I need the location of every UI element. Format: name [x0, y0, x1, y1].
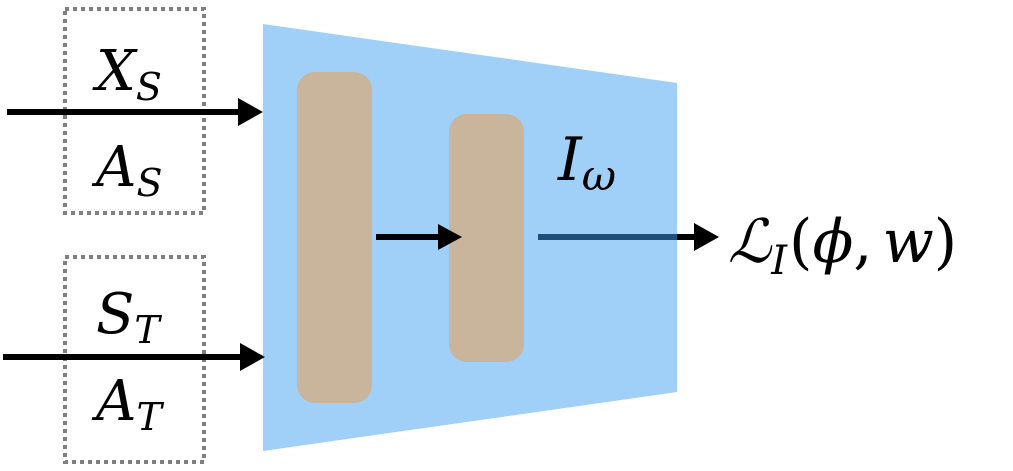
- loss-label: ℒI(ϕ,w): [728, 207, 957, 284]
- network-block-left: [297, 72, 372, 403]
- network-label: Iω: [557, 125, 616, 200]
- source-input-arrow: [7, 98, 263, 126]
- internal-arrow: [376, 224, 462, 250]
- output-arrow: [538, 223, 719, 251]
- network-block-right: [449, 114, 524, 362]
- target-input-arrow: [3, 343, 265, 371]
- source-top-label: XS: [92, 39, 162, 109]
- target-top-label: ST: [96, 282, 162, 352]
- target-bottom-label: AT: [91, 369, 164, 439]
- source-bottom-label: AS: [91, 135, 163, 205]
